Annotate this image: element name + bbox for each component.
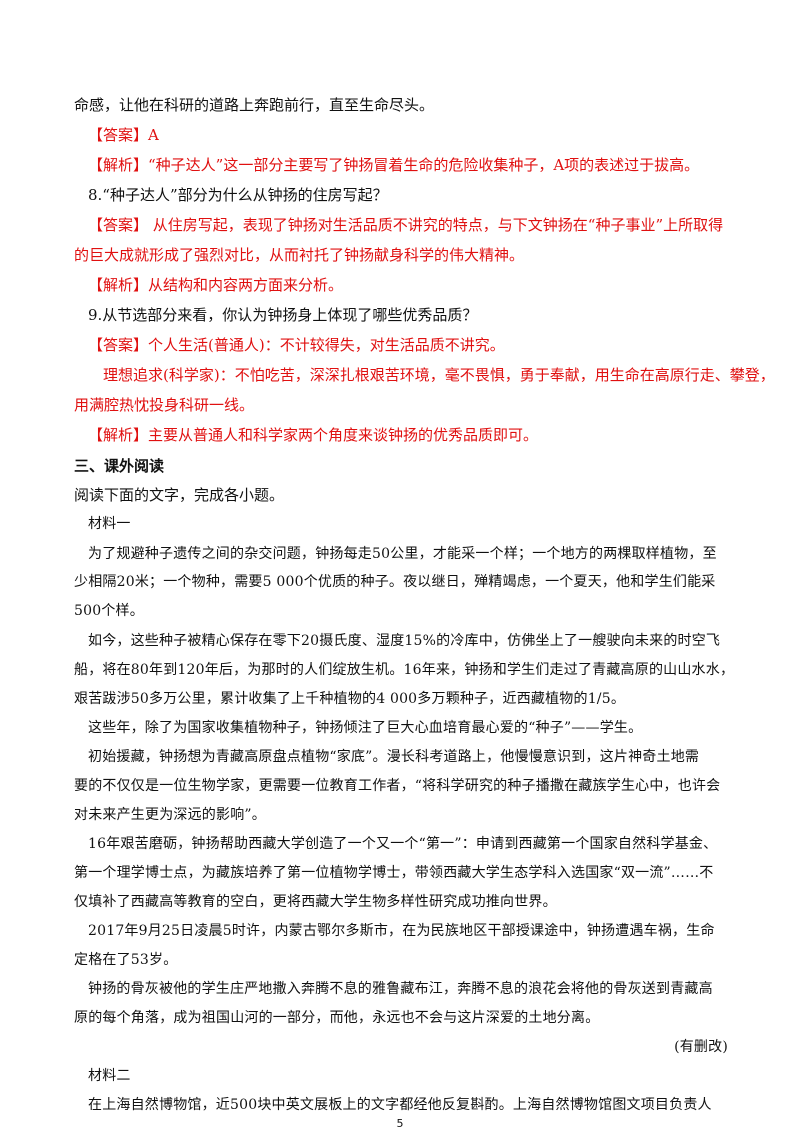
paragraph-2-line-1: 如今，这些种子被精心保存在零下20摄氏度、湿度15%的冷库中，仿佛坐上了一艘驶向… xyxy=(88,633,721,649)
paragraph-1-line-3: 500个样。 xyxy=(74,603,144,619)
analysis-8: 【解析】从结构和内容两方面来分析。 xyxy=(88,276,344,294)
paragraph-6-line-1: 2017年9月25日凌晨5时许，内蒙古鄂尔多斯市，在为民族地区干部授课途中，钟扬… xyxy=(88,923,715,939)
answer-9-line-1: 【答案】个人生活(普通人)：不计较得失，对生活品质不讲究。 xyxy=(88,336,505,354)
instruction: 阅读下面的文字，完成各小题。 xyxy=(74,486,285,504)
page-number: 5 xyxy=(396,1117,404,1130)
answer-8-line-2: 的巨大成就形成了强烈对比，从而衬托了钟扬献身科学的伟大精神。 xyxy=(74,246,525,264)
material-2-label: 材料二 xyxy=(88,1068,131,1084)
answer-9-line-2: 理想追求(科学家)：不怕吃苦，深深扎根艰苦环境，毫不畏惧，勇于奉献，用生命在高原… xyxy=(103,366,775,384)
paragraph-4-line-2: 要的不仅仅是一位生物学家，更需要一位教育工作者，“将科学研究的种子播撒在藏族学生… xyxy=(74,778,721,794)
paragraph-6-line-2: 定格在了53岁。 xyxy=(74,952,178,968)
question-9: 9.从节选部分来看，你认为钟扬身上体现了哪些优秀品质？ xyxy=(88,306,478,324)
paragraph-5-line-3: 仅填补了西藏高等教育的空白，更将西藏大学生物多样性研究成功推向世界。 xyxy=(74,894,557,910)
paragraph-3-line-1: 这些年，除了为国家收集植物种子，钟扬倾注了巨大心血培育最心爱的“种子”——学生。 xyxy=(88,720,643,736)
answer-7: 【答案】A xyxy=(88,126,159,144)
paragraph-4-line-3: 对未来产生更为深远的影响”。 xyxy=(74,807,266,823)
paragraph-7-line-2: 原的每个角落，成为祖国山河的一部分，而他，永远也不会与这片深爱的土地分离。 xyxy=(74,1010,600,1026)
section-heading: 三、课外阅读 xyxy=(74,457,165,475)
analysis-7: 【解析】“种子达人”这一部分主要写了钟扬冒着生命的危险收集种子，A项的表述过于拔… xyxy=(88,156,700,174)
paragraph-2-line-3: 艰苦跋涉50多万公里，累计收集了上千种植物的4 000多万颗种子，近西藏植物的1… xyxy=(74,691,626,707)
paragraph-4-line-1: 初始援藏，钟扬想为青藏高原盘点植物“家底”。漫长科考道路上，他慢慢意识到，这片神… xyxy=(88,749,700,765)
paragraph-2-line-2: 船，将在80年到120年后，为那时的人们绽放生机。16年来，钟扬和学生们走过了青… xyxy=(74,662,735,678)
paragraph-5-line-2: 第一个理学博士点，为藏族培养了第一位植物学博士，带领西藏大学生态学科入选国家“双… xyxy=(74,865,714,881)
analysis-9: 【解析】主要从普通人和科学家两个角度来谈钟扬的优秀品质即可。 xyxy=(88,426,539,444)
material-1-label: 材料一 xyxy=(88,516,131,532)
source-note: (有删改) xyxy=(674,1039,728,1055)
paragraph-7-line-1: 钟扬的骨灰被他的学生庄严地撒入奔腾不息的雅鲁藏布江，奔腾不息的浪花会将他的骨灰送… xyxy=(88,981,713,997)
answer-8-line-1: 【答案】 从住房写起，表现了钟扬对生活品质不讲究的特点，与下文钟扬在“种子事业”… xyxy=(88,216,724,234)
paragraph-1-line-2: 少相隔20米；一个物种，需要5 000个优质的种子。夜以继日，殚精竭虑，一个夏天… xyxy=(74,574,716,590)
text-line: 命感，让他在科研的道路上奔跑前行，直至生命尽头。 xyxy=(74,96,435,114)
paragraph-5-line-1: 16年艰苦磨砺，钟扬帮助西藏大学创造了一个又一个“第一”：申请到西藏第一个国家自… xyxy=(88,836,718,852)
question-8: 8.“种子达人”部分为什么从钟扬的住房写起？ xyxy=(88,186,388,204)
paragraph-1-line-1: 为了规避种子遗传之间的杂交问题，钟扬每走50公里，才能采一个样；一个地方的两棵取… xyxy=(88,546,717,562)
answer-9-line-3: 用满腔热忱投身科研一线。 xyxy=(74,396,255,414)
